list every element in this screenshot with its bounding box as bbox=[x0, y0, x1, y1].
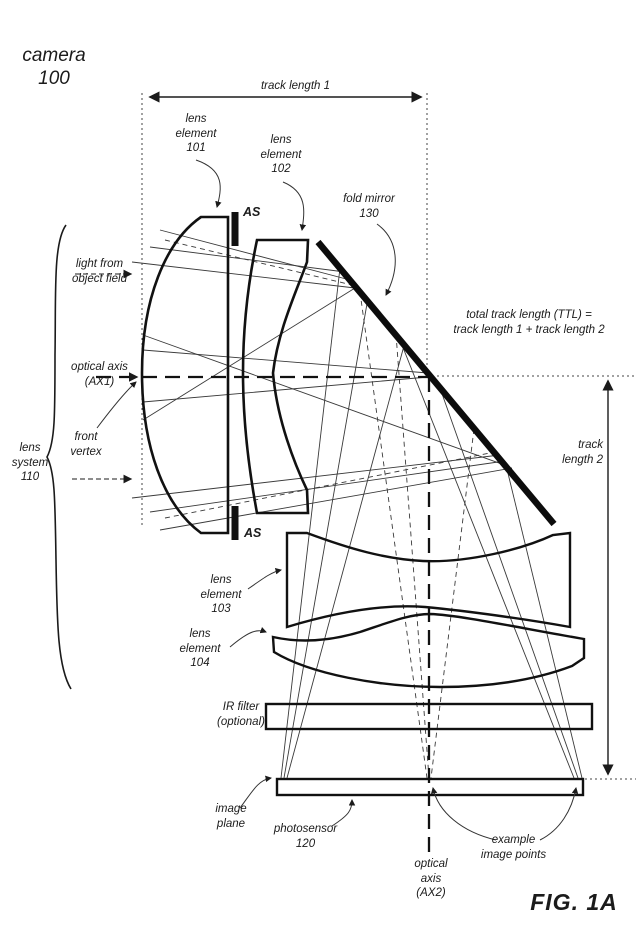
leader-lens-102 bbox=[282, 181, 307, 231]
aperture-stop-bottom-bar bbox=[231, 506, 239, 540]
label-track-length-1: track length 1 bbox=[260, 80, 331, 92]
leader-front-vertex bbox=[96, 381, 137, 429]
label-aperture-stop-top: AS bbox=[243, 205, 261, 219]
ray bbox=[439, 387, 579, 779]
leader-example-point-right bbox=[539, 787, 579, 841]
aperture-stop-top-bar bbox=[231, 212, 239, 246]
label-fold-mirror: fold mirror 130 bbox=[343, 193, 395, 220]
leader-example-point-center bbox=[430, 787, 497, 841]
leader-lens-104 bbox=[229, 627, 267, 648]
label-total-track-length: total track length (TTL) = track length … bbox=[453, 309, 605, 336]
lens-101-shape bbox=[140, 215, 230, 535]
lens-system-brace bbox=[46, 224, 72, 690]
label-lens-element-104: lens element 104 bbox=[179, 628, 221, 670]
leader-lens-103 bbox=[247, 568, 282, 590]
leader-arrows bbox=[96, 159, 579, 841]
ray bbox=[283, 297, 369, 779]
label-photosensor: photosensor 120 bbox=[273, 823, 338, 850]
label-optical-axis-ax1: optical axis (AX1) bbox=[71, 361, 128, 388]
label-light-from-object-field: light from object field bbox=[72, 258, 127, 285]
ray bbox=[149, 460, 506, 513]
lens-104-shape bbox=[271, 612, 586, 689]
ray bbox=[131, 261, 356, 289]
label-optical-axis-ax2: optical axis (AX2) bbox=[414, 858, 448, 900]
label-aperture-stop-bottom: AS bbox=[244, 526, 262, 540]
label-lens-element-101: lens element 101 bbox=[175, 113, 217, 155]
label-example-image-points: example image points bbox=[480, 834, 547, 861]
label-front-vertex: front vertex bbox=[70, 431, 102, 458]
ray bbox=[142, 287, 356, 421]
figure-caption: FIG. 1A bbox=[530, 889, 618, 915]
ray-dashed bbox=[164, 451, 496, 519]
ray bbox=[280, 267, 341, 779]
leader-image-plane bbox=[239, 775, 272, 809]
label-ir-filter: IR filter (optional) bbox=[217, 701, 265, 728]
ir-filter-rect bbox=[264, 702, 594, 731]
ray bbox=[142, 334, 511, 468]
ray bbox=[142, 376, 429, 403]
dimension-arrows bbox=[72, 91, 614, 776]
label-camera: camera 100 bbox=[22, 45, 86, 90]
ray-dashed bbox=[359, 291, 428, 779]
ray-traces bbox=[131, 229, 583, 779]
leader-fold-mirror bbox=[376, 223, 396, 296]
ray bbox=[399, 339, 575, 779]
label-lens-element-103: lens element 103 bbox=[200, 574, 242, 616]
lens-103-shape bbox=[285, 531, 572, 629]
label-lens-system: lens system 110 bbox=[11, 442, 49, 484]
fold-mirror-line bbox=[315, 239, 557, 527]
photosensor-rect bbox=[275, 777, 585, 797]
ray bbox=[142, 349, 429, 374]
ray bbox=[504, 460, 583, 779]
leader-lens-101 bbox=[195, 159, 222, 208]
label-track-length-2: track length 2 bbox=[562, 439, 603, 466]
lens-elements bbox=[140, 212, 594, 797]
ray-dashed bbox=[430, 428, 475, 779]
optical-axes bbox=[96, 372, 431, 855]
label-lens-element-102: lens element 102 bbox=[260, 134, 302, 176]
lens-102-shape bbox=[241, 238, 310, 515]
ray bbox=[159, 467, 513, 531]
label-image-plane: image plane bbox=[215, 803, 247, 830]
reference-lines bbox=[141, 93, 636, 780]
leader-photosensor bbox=[331, 799, 356, 827]
ray bbox=[286, 341, 406, 779]
